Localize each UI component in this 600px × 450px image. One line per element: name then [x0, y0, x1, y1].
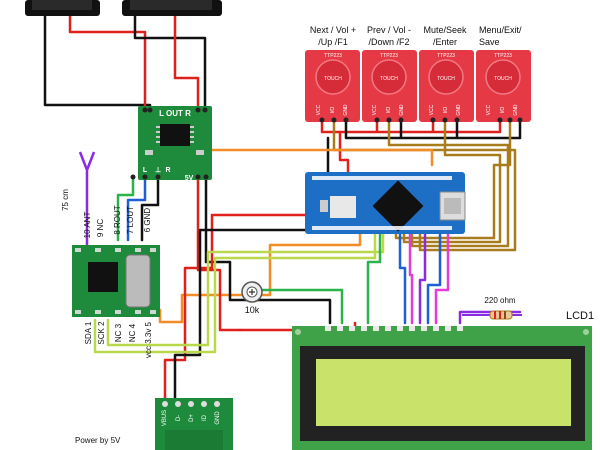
radio-pin-9: 9 NC — [96, 219, 105, 237]
wire-pot-wiper — [260, 288, 344, 325]
potentiometer[interactable]: 10k — [241, 281, 263, 315]
radio-pin-4: NC 4 — [128, 323, 137, 342]
wire-amp-green — [116, 176, 135, 242]
touch-button-3-pin-vcc: VCC — [429, 104, 435, 115]
touch-button-3[interactable]: Mute/Seek /Enter TTP223 TOUCH VCC I/O GN… — [419, 25, 474, 123]
wire-amp-5v-red — [196, 176, 242, 332]
wire-lcd-en — [434, 230, 450, 325]
radio-pin-3: NC 3 — [114, 323, 123, 342]
wire-touch-io-4 — [394, 120, 512, 240]
wire-radio-sda — [93, 230, 377, 354]
wire-touch-io-3 — [402, 120, 502, 244]
radio-module: 10 ANT 9 NC 8 ROUT 7 LOUT 6 GND SDA 1 SC… — [72, 205, 160, 358]
touch-button-1-chip: TTP223 — [324, 53, 342, 59]
wire-orange-radio — [158, 230, 362, 324]
touch-buttons: Next / Vol + /Up /F1 TTP223 TOUCH VCC I/… — [305, 25, 531, 123]
arduino-nano — [305, 172, 466, 234]
touch-button-4-pin-vcc: VCC — [486, 104, 492, 115]
wire-touch-vcc-bus — [320, 120, 502, 134]
lcd-label: LCD1 — [566, 310, 594, 322]
wire-amp-black-gnd — [140, 176, 160, 242]
wire-lcd-d4 — [398, 230, 407, 325]
touch-button-3-caption-1: Mute/Seek — [423, 25, 467, 35]
touch-button-3-pad: TOUCH — [437, 76, 455, 82]
radio-pin-1: SDA 1 — [84, 321, 93, 344]
potentiometer-label: 10k — [245, 305, 260, 315]
usb-pin-dplus: D+ — [189, 414, 195, 422]
radio-pin-8: 8 ROUT — [113, 205, 122, 234]
usb-pin-vbus: VBUS — [162, 410, 168, 426]
radio-pin-6: 6 GND — [143, 208, 152, 233]
usb-pin-id: ID — [202, 414, 208, 421]
radio-pin-5: vcc 3.3v 5 — [144, 321, 153, 358]
amplifier-gnd-label: ⊥ — [155, 166, 161, 174]
wire-radio-sck — [106, 230, 385, 347]
speaker-left — [25, 0, 100, 16]
touch-button-3-pin-io: I/O — [443, 107, 449, 114]
touch-button-4-pin-gnd: GND — [513, 104, 519, 116]
touch-button-4[interactable]: Menu/Exit/ Save TTP223 TOUCH VCC I/O GND — [476, 25, 531, 123]
touch-button-2-pin-io: I/O — [386, 107, 392, 114]
antenna-length-label: 75 cm — [61, 189, 70, 211]
amplifier-power-label: 5V — [185, 175, 194, 182]
power-label: Power by 5V — [75, 436, 121, 445]
wire-speaker-right-red — [173, 13, 200, 114]
touch-button-1-caption-1: Next / Vol + — [310, 25, 356, 35]
wire-touch-vcc-down — [338, 130, 350, 177]
radio-pin-10: 10 ANT — [83, 212, 92, 239]
touch-button-4-chip: TTP223 — [494, 53, 512, 59]
lcd-display: LCD1 — [292, 310, 594, 450]
touch-button-1[interactable]: Next / Vol + /Up /F1 TTP223 TOUCH VCC I/… — [305, 25, 360, 123]
wire-orange-amp-nano — [208, 148, 434, 167]
touch-button-1-caption-2: /Up /F1 — [318, 37, 348, 47]
amplifier-right-label: R — [165, 167, 170, 174]
amplifier-left-label: L — [143, 167, 148, 174]
touch-button-1-pad: TOUCH — [324, 76, 342, 82]
touch-button-2-caption-1: Prev / Vol - — [367, 25, 411, 35]
wire-lcd-gnd-black — [256, 298, 332, 325]
touch-button-1-pin-io: I/O — [330, 107, 336, 114]
usb-pin-dminus: D- — [176, 415, 182, 421]
touch-button-4-pad: TOUCH — [494, 76, 512, 82]
radio-pin-2: SCK 2 — [97, 321, 106, 345]
amplifier-module: L OUT R L ⊥ R 5V — [130, 106, 212, 182]
resistor: 220 ohm — [462, 296, 522, 320]
touch-button-4-pin-io: I/O — [500, 107, 506, 114]
touch-button-2-caption-2: /Down /F2 — [368, 37, 409, 47]
wire-lcd-d7 — [426, 230, 442, 325]
resistor-label: 220 ohm — [484, 296, 515, 305]
wire-lcd-d6 — [418, 230, 427, 325]
usb-breakout: VBUS D- D+ ID GND — [155, 398, 233, 450]
wire-amp-blue — [126, 176, 147, 242]
wire-speaker-left-red — [68, 13, 147, 114]
amplifier-top-label: L OUT R — [159, 109, 191, 118]
touch-button-2[interactable]: Prev / Vol - /Down /F2 TTP223 TOUCH VCC … — [362, 25, 417, 123]
touch-button-4-caption-2: Save — [479, 37, 500, 47]
touch-button-2-pin-vcc: VCC — [372, 104, 378, 115]
wire-touch-io-2 — [387, 120, 510, 248]
touch-button-3-caption-2: /Enter — [433, 37, 457, 47]
speaker-right — [122, 0, 222, 16]
touch-button-1-pin-gnd: GND — [343, 104, 349, 116]
touch-button-4-caption-1: Menu/Exit/ — [479, 25, 522, 35]
wires — [43, 13, 522, 400]
touch-button-2-chip: TTP223 — [380, 53, 398, 59]
usb-pin-gnd: GND — [215, 411, 221, 425]
touch-button-2-pad: TOUCH — [380, 76, 398, 82]
wire-lcd-rs — [366, 230, 382, 325]
antenna: 75 cm — [61, 151, 96, 245]
touch-button-1-pin-vcc: VCC — [316, 104, 322, 115]
wire-amp-5v-black — [204, 176, 260, 302]
wire-speaker-right-black — [133, 13, 207, 114]
wire-touch-gnd-bus — [344, 120, 522, 140]
touch-button-3-pin-gnd: GND — [456, 104, 462, 116]
radio-pin-7: 7 LOUT — [126, 206, 135, 234]
wire-lcd-d5 — [408, 230, 414, 325]
touch-button-3-chip: TTP223 — [437, 53, 455, 59]
touch-button-2-pin-gnd: GND — [399, 104, 405, 116]
